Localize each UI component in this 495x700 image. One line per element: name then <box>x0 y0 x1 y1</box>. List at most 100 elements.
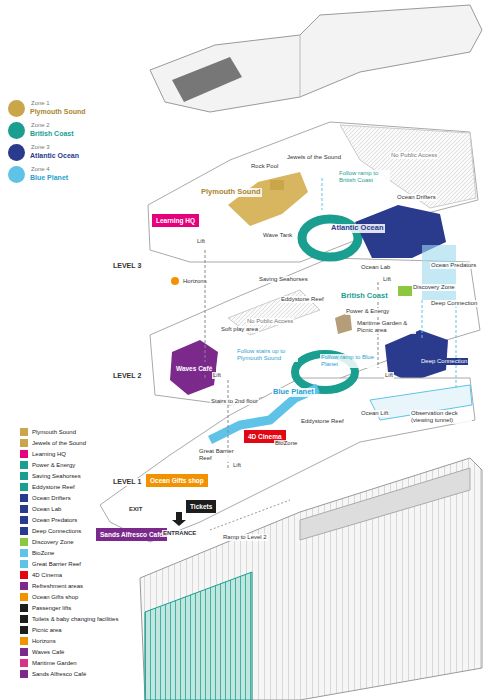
legend-text: Blue Planet <box>30 174 68 182</box>
map-label: Lift <box>232 462 242 469</box>
map-label: BioZone <box>274 440 298 447</box>
area-box: Tickets <box>186 500 216 513</box>
area-name: Waves Café <box>176 365 212 372</box>
map-label: Eddystone Reef <box>300 418 345 425</box>
map-label: Zone 4 <box>30 166 51 173</box>
legend-text: Great Barrier Reef <box>32 561 81 568</box>
legend-text: BioZone <box>32 550 54 557</box>
legend-swatch <box>20 538 28 546</box>
legend-swatch <box>20 670 28 678</box>
area-name: Learning HQ <box>156 217 195 224</box>
map-label: LEVEL 2 <box>112 372 142 380</box>
map-label: Deep Connection <box>420 358 468 365</box>
legend-swatch <box>20 505 28 513</box>
map-label: Blue Planet <box>272 388 315 397</box>
map-label: Atlantic Ocean <box>330 224 385 233</box>
area-name: Tickets <box>190 503 212 510</box>
legend-swatch <box>20 615 28 623</box>
legend-swatch <box>20 472 28 480</box>
legend-swatch <box>20 527 28 535</box>
map-label: Zone 1 <box>30 100 51 107</box>
legend-text: Discovery Zone <box>32 539 74 546</box>
legend-swatch <box>20 450 28 458</box>
legend-text: Refreshment areas <box>32 583 83 590</box>
map-label: Follow ramp to Blue Planet <box>320 354 377 368</box>
legend-swatch <box>20 593 28 601</box>
legend-swatch <box>20 439 28 447</box>
area-name: Ocean Gifts shop <box>150 477 204 484</box>
map-label: Lift <box>384 372 394 379</box>
map-label: Plymouth Sound <box>200 188 262 197</box>
area-name: Sands Alfresco Café <box>100 531 163 538</box>
map-label: Lift <box>382 276 392 283</box>
map-label: Ocean Drifters <box>396 194 437 201</box>
map-label: Rock Pool <box>250 163 279 170</box>
map-label: Power & Energy <box>345 308 390 315</box>
map-label: Stairs to 2nd floor <box>210 398 259 405</box>
map-label: Zone 3 <box>30 144 51 151</box>
map-label: Ramp to Level 2 <box>222 534 268 541</box>
legend-swatch <box>20 549 28 557</box>
legend-swatch <box>8 100 25 117</box>
legend-swatch <box>8 122 25 139</box>
legend-text: Ocean Gifts shop <box>32 594 78 601</box>
legend-text: Plymouth Sound <box>30 108 86 116</box>
legend-text: Ocean Lab <box>32 506 61 513</box>
area-box: Waves Café <box>172 362 216 375</box>
legend-text: Saving Seahorses <box>32 473 81 480</box>
map-label: Ocean Predators <box>430 262 477 269</box>
map-label: Horizons <box>182 278 208 285</box>
legend-text: Learning HQ <box>32 451 66 458</box>
map-label: Wave Tank <box>262 232 293 239</box>
legend-swatch <box>20 483 28 491</box>
legend-text: Power & Energy <box>32 462 75 469</box>
legend-swatch <box>20 560 28 568</box>
area-box: Sands Alfresco Café <box>96 528 167 541</box>
map-label: Follow stairs up to Plymouth Sound <box>236 348 298 362</box>
map-label: Lift <box>196 238 206 245</box>
map-label: Lift <box>212 372 222 379</box>
map-label: Great Barrier Reef <box>198 448 240 462</box>
legend-text: Plymouth Sound <box>32 429 76 436</box>
legend-swatch <box>20 604 28 612</box>
legend-text: Waves Café <box>32 649 64 656</box>
map-label: Observation deck (viewing tunnel) <box>410 410 472 424</box>
legend-text: Eddystone Reef <box>32 484 75 491</box>
map-label: Jewels of the Sound <box>286 154 342 161</box>
legend-text: Horizons <box>32 638 56 645</box>
map-label: LEVEL 3 <box>112 262 142 270</box>
map-label: Maritime Garden & Picnic area <box>356 320 416 334</box>
map-label: British Coast <box>340 292 389 301</box>
legend-text: Passenger lifts <box>32 605 71 612</box>
legend-text: British Coast <box>30 130 74 138</box>
map-label: Ocean Lift <box>360 410 389 417</box>
legend-swatch <box>20 648 28 656</box>
legend-swatch <box>20 571 28 579</box>
map-label: EXIT <box>128 506 143 513</box>
area-box: Ocean Gifts shop <box>146 474 208 487</box>
map-label: Follow ramp to British Coast <box>338 170 390 184</box>
legend-swatch <box>20 461 28 469</box>
legend-swatch <box>20 637 28 645</box>
map-label: LEVEL 1 <box>112 478 142 486</box>
area-box: Learning HQ <box>152 214 199 227</box>
legend-text: Sands Alfresco Café <box>32 671 86 678</box>
legend-swatch <box>20 582 28 590</box>
legend-swatch <box>20 626 28 634</box>
legend-text: Deep Connections <box>32 528 81 535</box>
map-label: Deep Connection <box>430 300 478 307</box>
legend-swatch <box>8 166 25 183</box>
legend-text: Ocean Drifters <box>32 495 71 502</box>
map-label: Eddystone Reef <box>280 296 325 303</box>
legend-text: Toilets & baby changing facilities <box>32 616 118 623</box>
legend-text: Ocean Predators <box>32 517 77 524</box>
legend-text: Jewels of the Sound <box>32 440 86 447</box>
map-label: No Public Access <box>246 318 294 325</box>
area-name: 4D Cinema <box>248 433 282 440</box>
legend-swatch <box>20 428 28 436</box>
legend-text: Picnic area <box>32 627 62 634</box>
map-label: Saving Seahorses <box>258 276 309 283</box>
legend-swatch <box>20 659 28 667</box>
legend-swatch <box>20 494 28 502</box>
map-label: Ocean Lab <box>360 264 391 271</box>
